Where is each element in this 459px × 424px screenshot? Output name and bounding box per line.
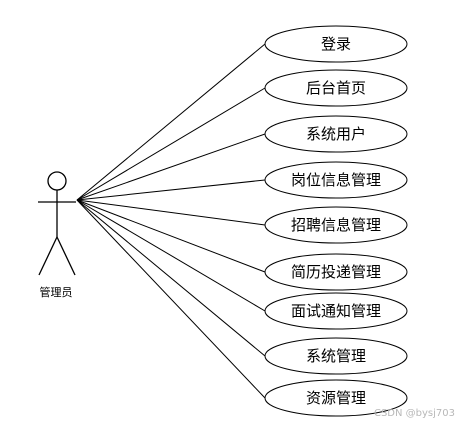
use-case: 招聘信息管理 [264,206,408,244]
association-line [76,133,266,201]
use-case-ellipse [264,25,408,63]
use-case-label: 面试通知管理 [291,302,381,320]
association-line [76,199,266,399]
association-line [76,87,266,201]
use-case: 系统用户 [264,115,408,153]
use-cases: 登录后台首页系统用户岗位信息管理招聘信息管理简历投递管理面试通知管理系统管理资源… [264,25,408,417]
association-line [76,199,266,226]
use-case-label: 招聘信息管理 [291,216,381,234]
use-case-label: 岗位信息管理 [291,171,381,189]
use-case-label: 简历投递管理 [291,263,381,281]
use-case: 登录 [264,25,408,63]
use-case: 面试通知管理 [264,292,408,330]
actor-right-leg [56,236,76,276]
actor-label: 管理员 [40,285,73,299]
use-case: 岗位信息管理 [264,161,408,199]
use-case-ellipse [264,337,408,375]
association-line [76,179,266,201]
use-case: 简历投递管理 [264,253,408,291]
association-line [76,199,266,273]
use-case-ellipse [264,115,408,153]
use-case: 系统管理 [264,337,408,375]
use-case-label: 系统用户 [306,125,366,143]
use-case-ellipse [264,206,408,244]
use-case-ellipse [264,292,408,330]
use-case-label: 登录 [321,35,351,53]
association-lines [76,43,266,399]
association-line [76,199,266,357]
use-case-label: 资源管理 [306,389,366,407]
actor-left-leg [38,236,58,276]
use-case-label: 系统管理 [306,347,366,365]
association-line [76,199,266,312]
use-case-ellipse [264,379,408,417]
use-case-ellipse [264,69,408,107]
association-line [76,43,266,201]
use-case-label: 后台首页 [306,79,366,97]
actor-administrator: 管理员 [38,171,76,299]
use-case: 资源管理 [264,379,408,417]
actor-head [47,171,67,191]
use-case-ellipse [264,253,408,291]
use-case-ellipse [264,161,408,199]
watermark: CSDN @bysj703 [374,408,455,419]
use-case: 后台首页 [264,69,408,107]
